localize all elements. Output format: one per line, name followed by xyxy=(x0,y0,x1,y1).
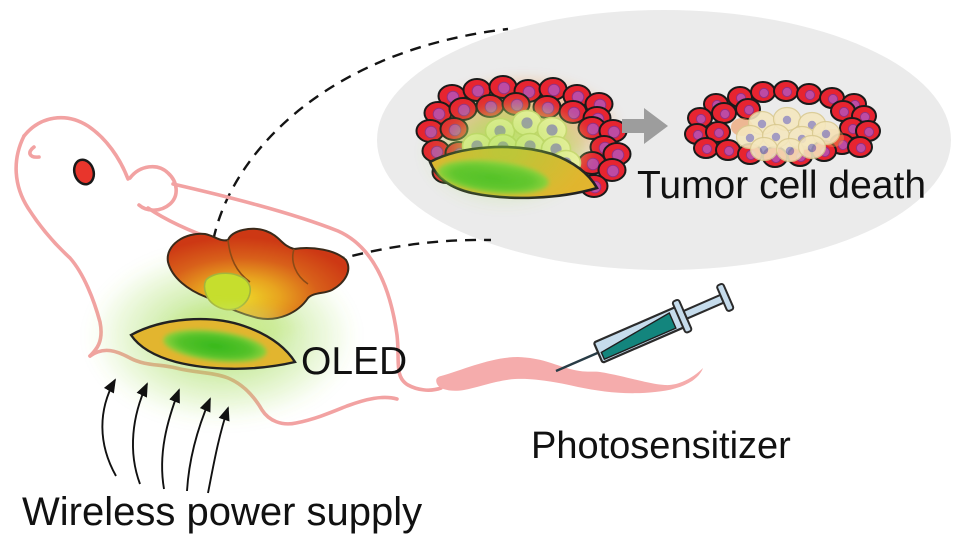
tumor-cell-death-label: Tumor cell death xyxy=(637,164,926,207)
tumor-cells-before xyxy=(415,72,632,210)
oled-label: OLED xyxy=(301,340,407,383)
syringe xyxy=(555,282,735,373)
oled-implant-emission xyxy=(163,329,267,363)
transition-arrow-icon xyxy=(622,108,668,144)
syringe-needle xyxy=(555,351,600,373)
mouse-mouth-line xyxy=(28,145,41,159)
implant-scene xyxy=(88,227,356,424)
photosensitizer-label: Photosensitizer xyxy=(531,425,791,467)
mouse-back-line xyxy=(171,182,443,392)
inset-oled-glow xyxy=(420,94,590,210)
syringe-thumb-rest xyxy=(716,282,735,312)
syringe-liquid xyxy=(600,312,677,361)
magnified-inset: Tumor cell death xyxy=(208,10,951,298)
mouse-head-top-line xyxy=(22,116,130,181)
mouse-eye xyxy=(72,158,96,186)
tumor-lobe-crease-left xyxy=(227,239,251,283)
wireless-power-label: Wireless power supply xyxy=(22,490,422,534)
tumor-cells-after xyxy=(684,80,881,168)
mouse-tail xyxy=(436,357,703,394)
wireless-power-arrows xyxy=(101,378,230,494)
tumor-lobe-crease-right xyxy=(292,248,309,285)
syringe-plunger-rod xyxy=(682,293,725,320)
mouse-ear xyxy=(128,164,178,212)
